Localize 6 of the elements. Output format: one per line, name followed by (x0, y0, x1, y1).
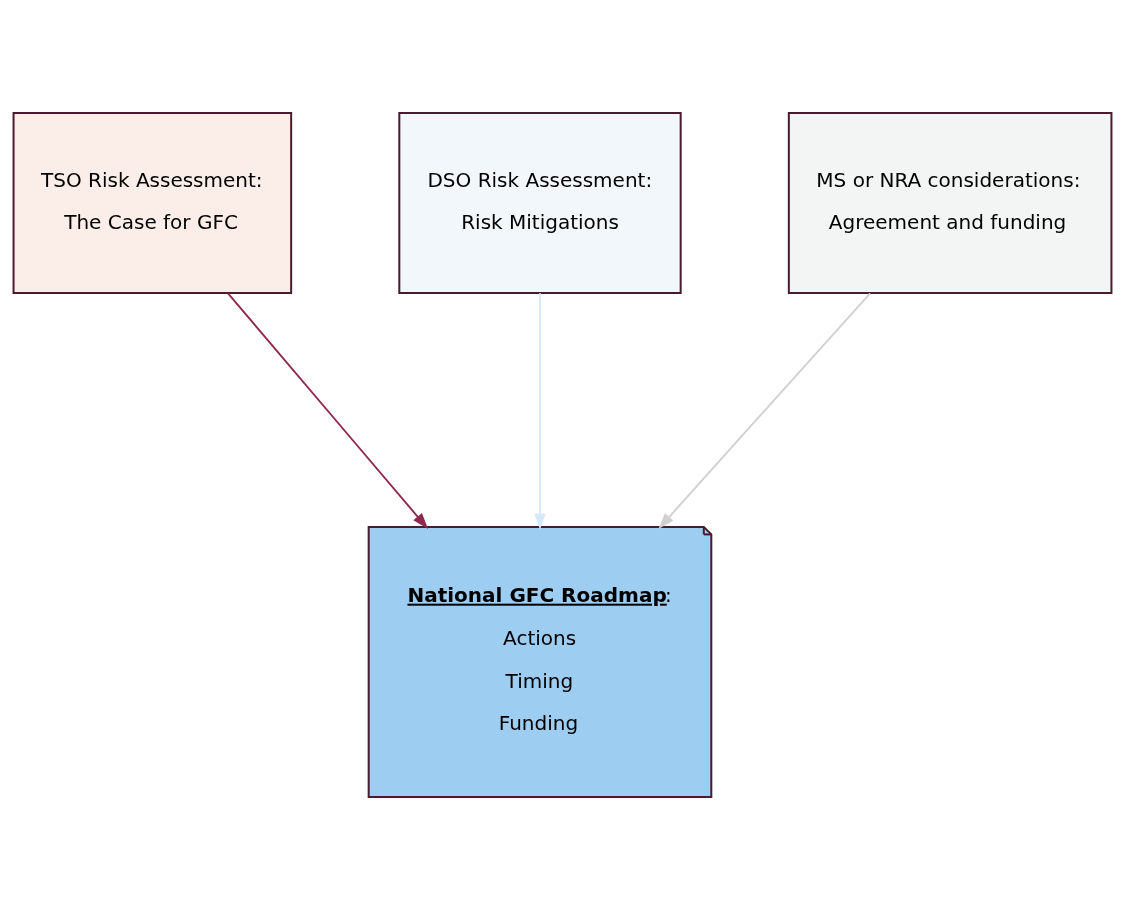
arrow (227, 291, 429, 529)
node-box: MS or NRA considerations: Agreement and funding (787, 111, 1113, 294)
arrow (658, 291, 872, 529)
node-box: TSO Risk Assessment: The Case for GFC (12, 111, 293, 294)
arrow (534, 291, 546, 530)
node-box: DSO Risk Assessment: Risk Mitigations (398, 111, 682, 294)
